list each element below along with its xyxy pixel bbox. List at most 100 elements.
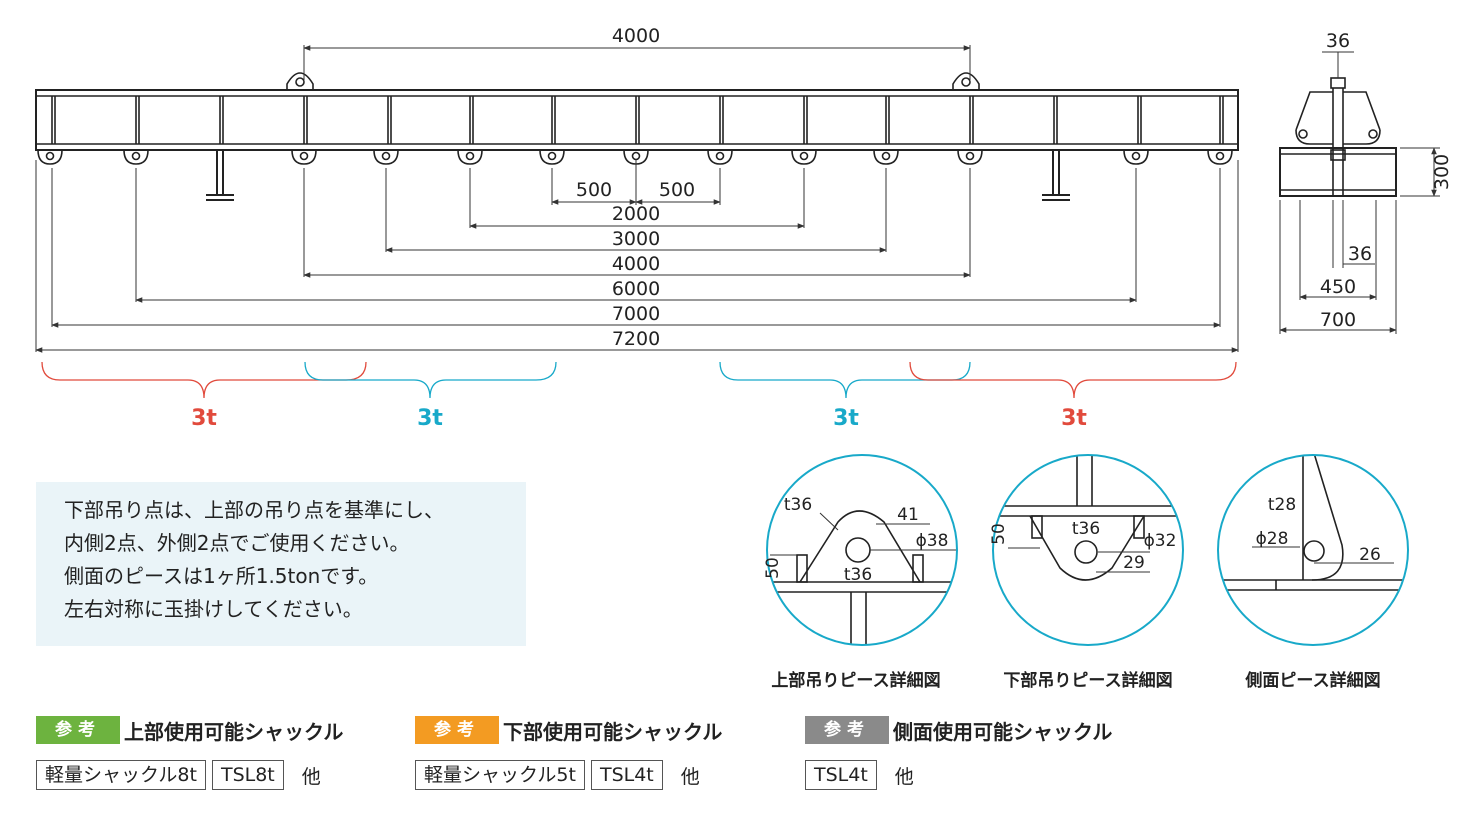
detail-bottom-piece: 50 t36 ϕ32 29 下部吊りピース詳細図 <box>989 454 1184 691</box>
bottom-lug <box>457 149 483 165</box>
bottom-lug-hole <box>131 151 141 161</box>
ref-title: 上部使用可能シャックル <box>124 719 344 744</box>
dim-2000: 2000 <box>612 203 660 225</box>
usage-note: 下部吊り点は、上部の吊り点を基準にし、 内側2点、外側2点でご使用ください。 側… <box>36 482 526 646</box>
dimension-lines <box>35 45 1239 353</box>
bottom-lug <box>791 149 817 165</box>
load-label-red-right: 3t <box>1061 406 1087 431</box>
bottom-lug <box>37 149 63 165</box>
detail2-label-phi32: ϕ32 <box>1144 531 1177 551</box>
bottom-lug <box>123 149 149 165</box>
dim-4000: 4000 <box>612 253 660 275</box>
detail2-label-50: 50 <box>989 523 1009 545</box>
load-label-blue-right: 3t <box>833 406 859 431</box>
dim-500-left: 500 <box>576 179 612 201</box>
ref-item: TSL4t <box>590 760 663 790</box>
bottom-lug <box>873 149 899 165</box>
side-view <box>1279 77 1397 197</box>
detail3-label-phi28: ϕ28 <box>1256 529 1289 549</box>
bottom-lug-hole <box>881 151 891 161</box>
side-dims <box>1279 51 1440 334</box>
bottom-lug-hole <box>547 151 557 161</box>
dim-7000: 7000 <box>612 303 660 325</box>
dim-top-4000: 4000 <box>612 25 660 47</box>
load-label-red-left: 3t <box>191 406 217 431</box>
note-line: 側面のピースは1ヶ所1.5tonです。 <box>64 564 379 588</box>
bottom-lug <box>373 149 399 165</box>
ref-item: TSL8t <box>211 760 284 790</box>
detail1-label-50: 50 <box>763 557 783 579</box>
detail1-label-t36-top: t36 <box>784 495 812 515</box>
bottom-lug-hole <box>45 151 55 161</box>
detail3-label-t28: t28 <box>1268 495 1296 515</box>
note-line: 内側2点、外側2点でご使用ください。 <box>64 531 410 555</box>
dim-3000: 3000 <box>612 228 660 250</box>
ref-item: 軽量シャックル8t <box>36 760 206 790</box>
ibeam-leg-left <box>206 150 234 201</box>
load-braces <box>41 361 1237 399</box>
main-beam <box>35 72 1239 201</box>
dim-7200: 7200 <box>612 328 660 350</box>
detail2-label-t36: t36 <box>1072 519 1100 539</box>
note-line: 下部吊り点は、上部の吊り点を基準にし、 <box>64 498 444 522</box>
brace-blue-left <box>304 361 557 399</box>
detail3-label-26: 26 <box>1359 545 1381 565</box>
bottom-lug-hole <box>299 151 309 161</box>
ref-side-items: TSL4t 他 <box>805 760 914 790</box>
ref-side-shackle: 参考 側面使用可能シャックル <box>805 716 1112 744</box>
bottom-lug <box>291 149 317 165</box>
ref-tag: 参考 <box>805 716 889 744</box>
bottom-lug-hole <box>715 151 725 161</box>
detail1-label-phi38: ϕ38 <box>916 531 949 551</box>
detail-side-piece: t28 ϕ28 26 側面ピース詳細図 <box>1217 454 1409 691</box>
brace-red-right <box>909 361 1237 399</box>
top-lug-left <box>286 72 314 90</box>
bottom-lug-hole <box>381 151 391 161</box>
beam-stiffeners <box>51 96 1224 144</box>
bottom-lug <box>1207 149 1233 165</box>
detail1-label-t36-bottom: t36 <box>844 565 872 585</box>
ref-bottom-shackle: 参考 下部使用可能シャックル <box>415 716 722 744</box>
bottom-lug-hole <box>465 151 475 161</box>
bottom-lug-hole <box>965 151 975 161</box>
bottom-lug <box>1123 149 1149 165</box>
ref-etc: 他 <box>680 765 700 788</box>
ibeam-leg-right <box>1042 150 1070 201</box>
side-dim-300: 300 <box>1431 154 1453 190</box>
brace-red-left <box>41 361 367 399</box>
ref-etc: 他 <box>894 765 914 788</box>
ref-item: 軽量シャックル5t <box>415 760 585 790</box>
ref-tag: 参考 <box>36 716 120 744</box>
ref-tag: 参考 <box>415 716 499 744</box>
bottom-lug-hole <box>631 151 641 161</box>
ref-bottom-items: 軽量シャックル5t TSL4t 他 <box>415 760 700 790</box>
ref-title: 側面使用可能シャックル <box>893 719 1113 744</box>
detail3-caption: 側面ピース詳細図 <box>1244 670 1380 691</box>
side-dim-450: 450 <box>1320 276 1356 298</box>
note-line: 左右対称に玉掛けしてください。 <box>64 597 363 621</box>
load-label-blue-left: 3t <box>417 406 443 431</box>
side-dim-36-top: 36 <box>1326 30 1350 52</box>
detail2-caption: 下部吊りピース詳細図 <box>1003 670 1172 691</box>
detail-top-piece: t36 41 ϕ38 50 t36 上部吊りピース詳細図 <box>763 454 958 691</box>
detail1-caption: 上部吊りピース詳細図 <box>771 670 940 691</box>
bottom-lug <box>707 149 733 165</box>
bottom-lugs <box>37 149 1233 165</box>
side-dim-700: 700 <box>1320 309 1356 331</box>
brace-blue-right <box>719 361 971 399</box>
bottom-lug <box>539 149 565 165</box>
detail2-label-29: 29 <box>1123 553 1145 573</box>
top-lug-right <box>952 72 980 90</box>
ref-etc: 他 <box>301 765 321 788</box>
dim-500-right: 500 <box>659 179 695 201</box>
dim-6000: 6000 <box>612 278 660 300</box>
bottom-lug-hole <box>799 151 809 161</box>
bottom-lug-hole <box>1215 151 1225 161</box>
bottom-lug <box>957 149 983 165</box>
side-dim-36-bottom: 36 <box>1348 243 1372 265</box>
bottom-lug-hole <box>1131 151 1141 161</box>
detail1-label-41: 41 <box>897 505 919 525</box>
ref-title: 下部使用可能シャックル <box>503 719 723 744</box>
ref-top-shackle: 参考 上部使用可能シャックル <box>36 716 343 744</box>
